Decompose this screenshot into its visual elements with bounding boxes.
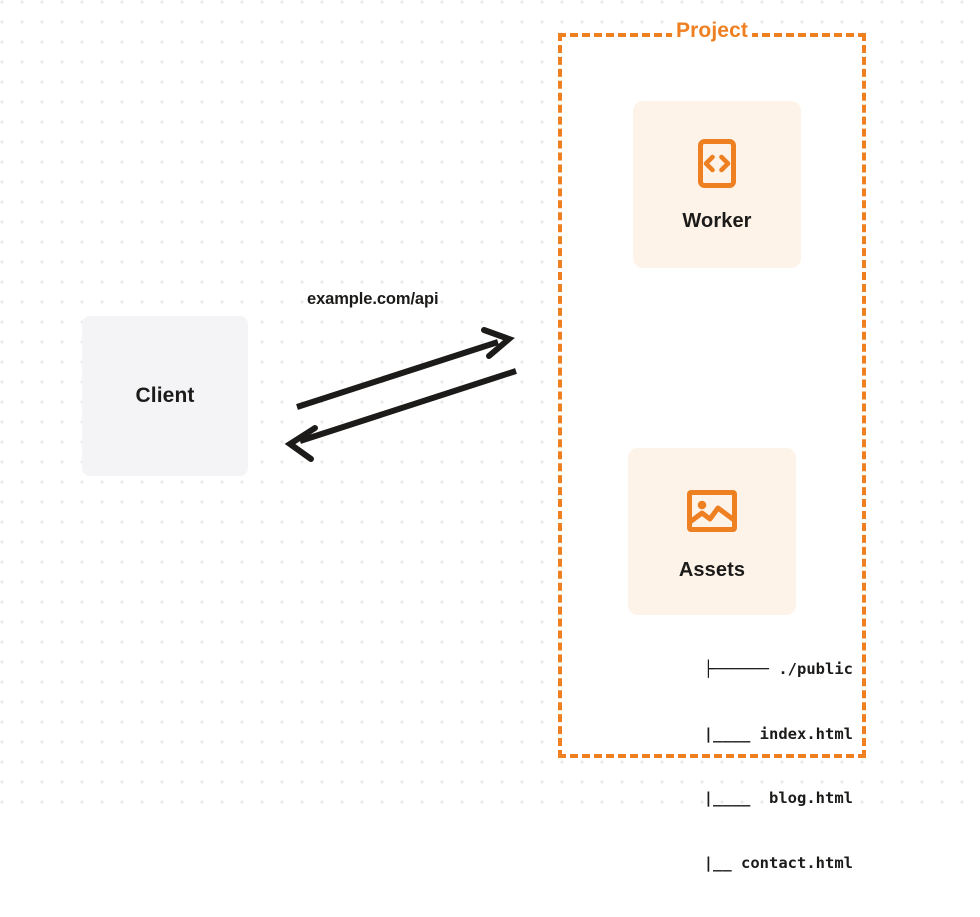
client-node-label: Client (135, 384, 195, 407)
assets-card[interactable]: Assets (628, 448, 796, 615)
code-brackets-icon (698, 139, 736, 188)
file-tree-row: |__ contact.html (657, 853, 853, 872)
worker-card[interactable]: Worker (633, 101, 801, 268)
file-tree-row: |____ index.html (657, 724, 853, 743)
assets-file-tree: ├────── ./public |____ index.html |____ … (603, 616, 853, 917)
file-tree-row: |____ blog.html (657, 789, 853, 807)
connection-label: example.com/api (307, 290, 439, 308)
client-node[interactable]: Client (82, 316, 248, 476)
diagram-canvas: Client example.com/api Project Worker (0, 0, 980, 872)
worker-card-label: Worker (682, 210, 752, 232)
file-tree-row: ├────── ./public (703, 660, 853, 678)
project-title: Project (672, 19, 752, 43)
response-arrow (284, 368, 517, 462)
assets-card-label: Assets (678, 559, 746, 581)
request-arrow (296, 327, 515, 410)
image-icon (687, 490, 737, 532)
project-container: Project Worker Assets ├────── ./public |… (558, 19, 866, 872)
